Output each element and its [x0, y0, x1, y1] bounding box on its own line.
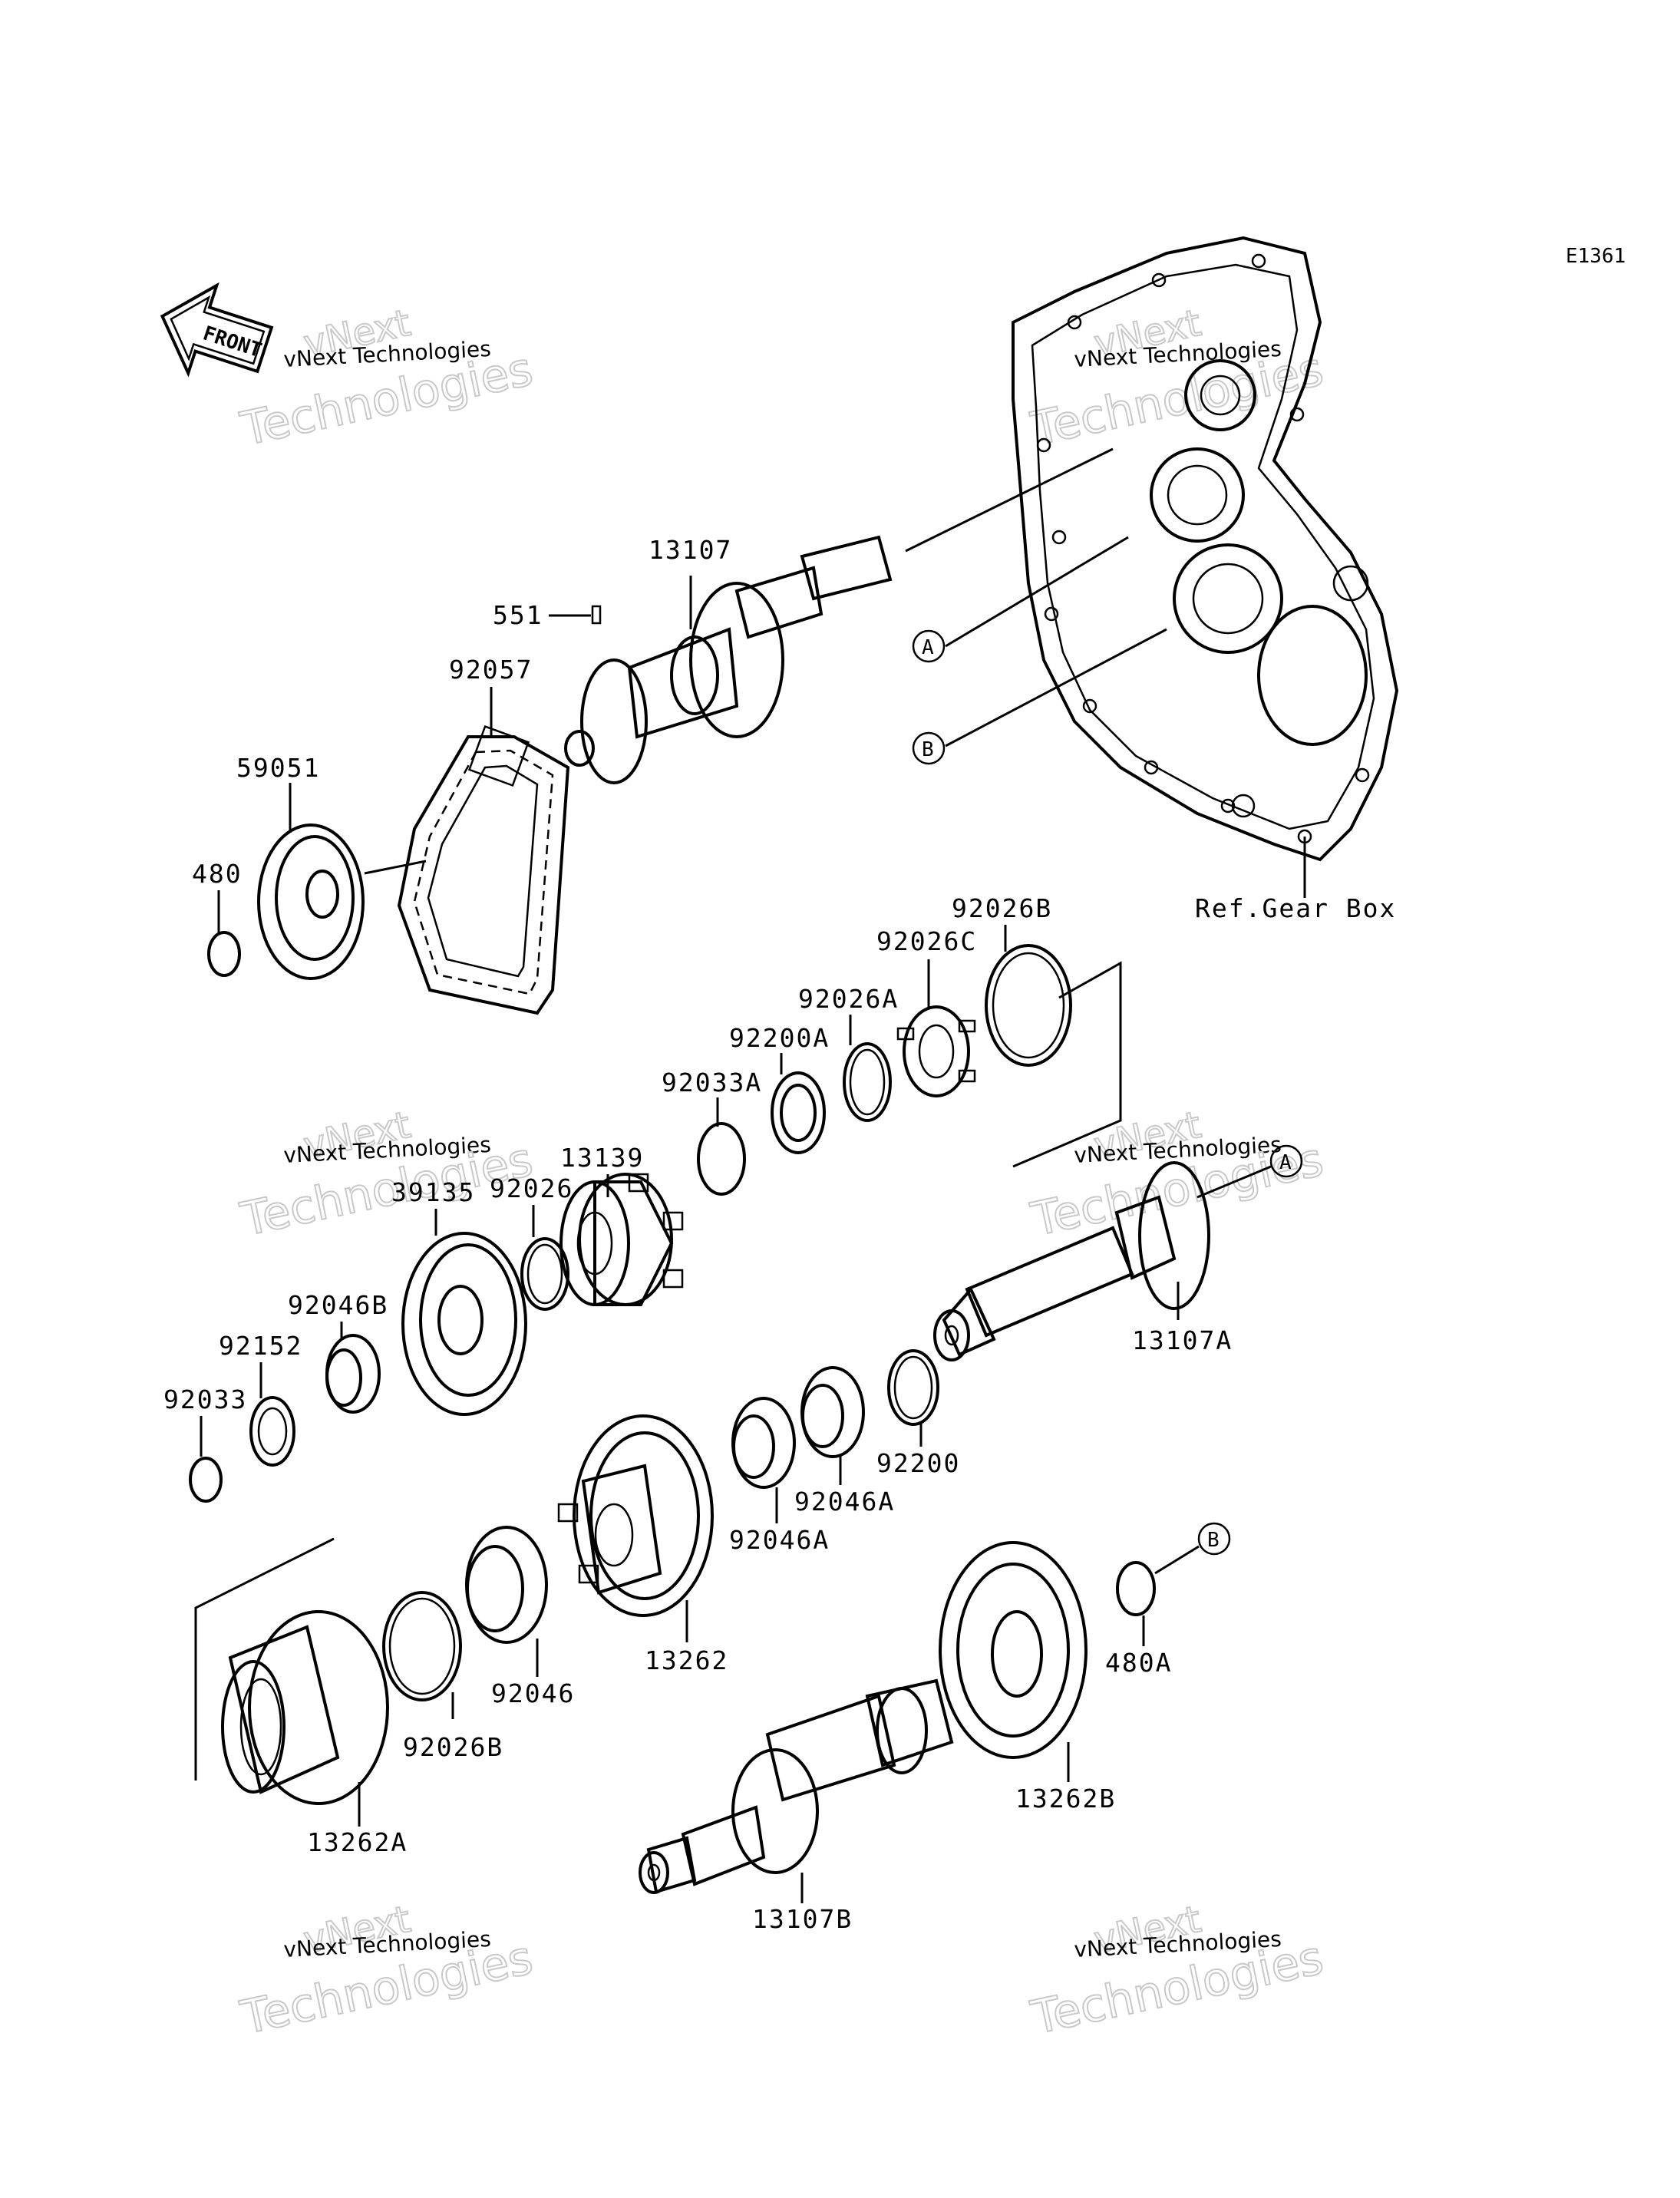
part-92200a-washer — [771, 1071, 826, 1154]
label-92057: 92057 — [449, 655, 533, 685]
svg-text:B: B — [922, 738, 934, 761]
watermark-top-right: vNext vNext Technologies Technologies — [1026, 301, 1329, 457]
callout-b-top: B — [912, 731, 946, 765]
gear-box-housing — [1012, 236, 1399, 862]
label-92046a-1: 92046A — [794, 1487, 895, 1516]
label-92026b-top: 92026B — [952, 893, 1052, 923]
leader-callout-a-mid — [1196, 1165, 1272, 1199]
part-39135-gear — [401, 1232, 527, 1416]
label-92026c: 92026C — [876, 926, 977, 956]
group-bracket-bottom — [194, 1537, 335, 1781]
label-92033a: 92033A — [662, 1068, 762, 1097]
label-480a: 480A — [1105, 1648, 1172, 1678]
part-551-key — [591, 605, 602, 625]
watermark-top-left: vNext vNext Technologies Technologies — [236, 301, 539, 457]
part-92152-washer — [249, 1396, 295, 1467]
leader-59051-chain — [364, 860, 427, 875]
label-92200: 92200 — [876, 1448, 960, 1478]
label-92033: 92033 — [163, 1384, 247, 1414]
part-92026-ring — [520, 1237, 569, 1311]
part-13262b-gear — [939, 1541, 1088, 1759]
label-13139: 13139 — [560, 1143, 644, 1173]
part-13107b-shaft — [639, 1678, 954, 1894]
watermark-bottom-left: vNext vNext Technologies Technologies — [236, 1897, 539, 2046]
leader-callout-b-top — [945, 628, 1167, 748]
svg-text:B: B — [1207, 1529, 1220, 1552]
label-92026: 92026 — [490, 1173, 573, 1203]
part-92033a-circlip — [697, 1122, 746, 1196]
label-92046a-2: 92046A — [729, 1525, 830, 1555]
part-92026b-ring-bottom — [382, 1591, 462, 1701]
part-92026c-lock-washer — [896, 1005, 976, 1097]
part-92046a-bearing-2 — [731, 1397, 796, 1489]
drawing-code: E1361 — [1566, 245, 1626, 268]
label-13262a: 13262A — [307, 1827, 408, 1857]
label-92046: 92046 — [491, 1678, 575, 1708]
part-92026b-ring-top — [985, 944, 1072, 1067]
part-13139-dog-clutch — [559, 1173, 684, 1306]
watermark-bottom-right: vNext vNext Technologies Technologies — [1026, 1897, 1329, 2046]
label-92046b: 92046B — [288, 1290, 388, 1320]
label-92152: 92152 — [219, 1331, 302, 1361]
part-92026a-ring — [843, 1042, 892, 1122]
label-551: 551 — [493, 600, 543, 630]
group-bracket-top — [1012, 961, 1122, 1168]
svg-text:A: A — [922, 636, 934, 659]
label-92026a: 92026A — [798, 984, 899, 1014]
callout-a-top: A — [912, 629, 946, 663]
part-92046b-bearing — [325, 1334, 381, 1414]
part-59051-sprocket — [257, 823, 365, 980]
part-13262-gear — [557, 1414, 714, 1617]
label-13107b: 13107B — [752, 1904, 853, 1934]
shaft-axis-line — [905, 447, 1114, 553]
part-92057-chain — [397, 724, 570, 1015]
front-arrow-badge: FRONT — [160, 282, 274, 378]
label-13107: 13107 — [649, 535, 732, 565]
label-13262b: 13262B — [1015, 1784, 1116, 1814]
leader-callout-b-bottom — [1154, 1545, 1200, 1575]
label-39135: 39135 — [391, 1177, 475, 1207]
label-59051: 59051 — [236, 753, 320, 783]
part-92033-circlip — [189, 1457, 223, 1503]
label-92026b-bottom: 92026B — [403, 1732, 503, 1762]
leader-callout-a-top — [945, 536, 1129, 648]
label-480: 480 — [192, 859, 243, 889]
ref-gear-box-label: Ref.Gear Box — [1195, 893, 1396, 923]
part-13262a-gear — [221, 1610, 389, 1805]
part-92200-washer — [887, 1349, 939, 1426]
svg-text:A: A — [1279, 1151, 1292, 1174]
part-92046-bearing — [465, 1526, 548, 1644]
label-13262: 13262 — [645, 1645, 728, 1675]
part-480-circlip — [207, 931, 241, 977]
part-92046a-bearing-1 — [800, 1366, 865, 1458]
part-13107a-shaft — [933, 1161, 1210, 1361]
part-13107-shaft — [564, 535, 893, 784]
label-92200a: 92200A — [729, 1023, 830, 1053]
callout-a-mid: A — [1269, 1144, 1303, 1178]
label-13107a: 13107A — [1132, 1325, 1233, 1355]
callout-b-bottom: B — [1197, 1522, 1231, 1556]
part-480a-circlip — [1116, 1561, 1156, 1616]
